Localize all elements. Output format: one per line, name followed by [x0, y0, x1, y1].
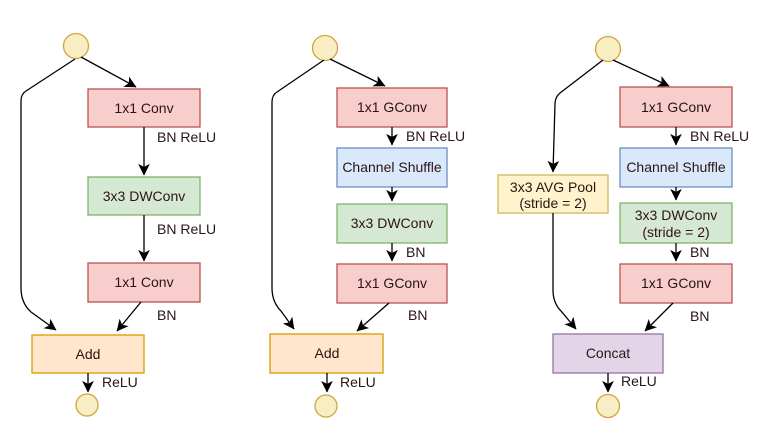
unit-c-edge-avgpool-to-concat — [552, 213, 577, 330]
unit-a-conv2-box — [87, 262, 201, 303]
unit-a-edge-skip-connection — [20, 58, 76, 331]
unit-b-channel-shuffle-box — [336, 147, 448, 188]
unit-c-gconv1-label: 1x1 GConv — [641, 99, 711, 115]
unit-b-add-label: Add — [315, 345, 340, 361]
unit-b-gconv2-box — [336, 263, 448, 304]
unit-a-conv1-label: 1x1 Conv — [114, 100, 173, 116]
unit-c-channel-shuffle-label: Channel Shuffle — [626, 159, 726, 175]
unit-a-input-node — [62, 32, 90, 60]
unit-c-bn-label-1: BN — [690, 244, 709, 260]
unit-b-gconv1-label: 1x1 GConv — [357, 99, 427, 115]
unit-c-dwconv-label-line1: 3x3 DWConv — [635, 207, 717, 223]
unit-b-input-node — [311, 34, 339, 62]
unit-b: 1x1 GConv BN ReLU Channel Shuffle 3x3 DW… — [269, 34, 465, 418]
unit-a-relu-label: ReLU — [102, 374, 138, 390]
unit-c-dwconv-box — [619, 202, 733, 244]
unit-a-add-label: Add — [76, 346, 101, 362]
unit-c-input-node — [594, 35, 622, 63]
unit-c-avgpool-label-line1: 3x3 AVG Pool — [510, 179, 596, 195]
unit-a-bn-relu-label-2: BN ReLU — [157, 221, 216, 237]
unit-c-concat-label: Concat — [586, 345, 630, 361]
unit-b-gconv2-label: 1x1 GConv — [357, 275, 427, 291]
unit-c-gconv1-box — [619, 86, 733, 128]
unit-a-conv1-box — [87, 88, 201, 128]
unit-c-edge-input-to-gconv1 — [612, 59, 670, 87]
unit-a: 1x1 Conv BN ReLU 3x3 DWConv BN ReLU 1x1 … — [20, 32, 216, 417]
unit-b-edge-gconv2-to-add — [356, 302, 390, 332]
unit-b-bn-label-1: BN — [406, 244, 425, 260]
unit-b-dwconv-box — [336, 203, 448, 244]
unit-a-dwconv-label: 3x3 DWConv — [103, 188, 185, 204]
unit-b-dwconv-label: 3x3 DWConv — [351, 215, 433, 231]
unit-b-bn-relu-label: BN ReLU — [406, 128, 465, 144]
unit-c-relu-label: ReLU — [621, 373, 657, 389]
unit-b-bn-label-2: BN — [408, 307, 427, 323]
unit-b-edge-skip-connection — [271, 59, 325, 330]
unit-c-gconv2-box — [619, 263, 733, 304]
unit-b-output-node — [314, 394, 338, 418]
unit-a-dwconv-box — [87, 176, 201, 216]
unit-c-edge-gconv2-to-concat — [644, 302, 674, 332]
unit-c-output-node — [595, 393, 621, 419]
unit-c-bn-relu-label: BN ReLU — [690, 128, 749, 144]
unit-c-concat-box — [552, 333, 664, 374]
unit-a-bn-relu-label-1: BN ReLU — [157, 129, 216, 145]
unit-c-bn-label-2: BN — [690, 308, 709, 324]
unit-c-avgpool-box — [497, 174, 609, 214]
unit-a-add-box — [31, 334, 145, 374]
unit-c-dwconv-label-line2: (stride = 2) — [642, 224, 709, 240]
unit-c-edge-input-to-avgpool — [547, 59, 604, 173]
unit-b-edge-input-to-gconv1 — [329, 58, 386, 87]
unit-a-conv2-label: 1x1 Conv — [114, 274, 173, 290]
unit-a-edge-conv2-to-add — [116, 301, 142, 332]
unit-b-channel-shuffle-label: Channel Shuffle — [342, 159, 442, 175]
unit-b-relu-label: ReLU — [340, 374, 376, 390]
unit-c-gconv2-label: 1x1 GConv — [641, 275, 711, 291]
unit-a-output-node — [75, 393, 99, 417]
unit-a-bn-label: BN — [157, 307, 176, 323]
unit-a-edge-input-to-conv1 — [80, 56, 137, 88]
unit-c: 3x3 AVG Pool (stride = 2) 1x1 GConv BN R… — [497, 35, 749, 419]
unit-c-avgpool-label-line2: (stride = 2) — [519, 195, 586, 211]
